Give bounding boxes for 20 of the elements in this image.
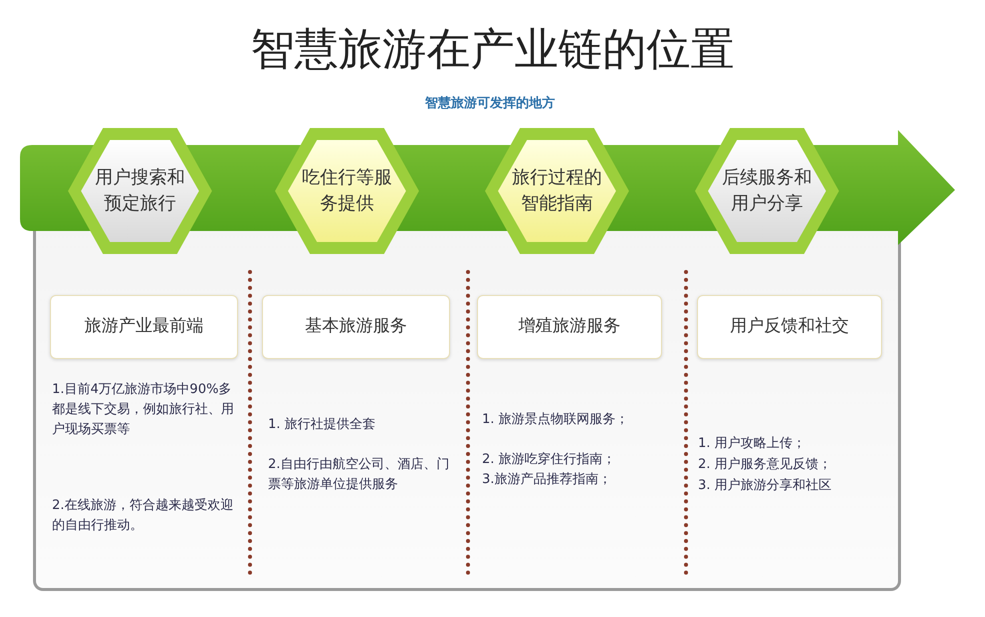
description-text: 1.目前4万亿旅游市场中90%多都是线下交易，例如旅行社、用户现场买票等 bbox=[52, 381, 235, 439]
description-text: 2.自由行由航空公司、酒店、门票等旅游单位提供服务 bbox=[268, 456, 450, 494]
description-text: 1. 旅行社提供全套 bbox=[268, 416, 377, 434]
description-text: 3.旅游产品推荐指南； bbox=[482, 471, 612, 489]
header-box: 用户反馈和社交 bbox=[697, 295, 882, 359]
step-text: 旅行过程的智能指南 bbox=[511, 166, 603, 216]
subtitle: 智慧旅游可发挥的地方 bbox=[424, 94, 556, 113]
description-text: 2. 用户服务意见反馈； bbox=[698, 456, 833, 474]
header-box: 增殖旅游服务 bbox=[477, 295, 662, 359]
step-text: 吃住行等服务提供 bbox=[301, 166, 393, 216]
description-text: 1. 旅游景点物联网服务； bbox=[482, 411, 630, 429]
description-text: 1. 用户攻略上传； bbox=[698, 435, 807, 453]
description-text: 2.在线旅游，符合越来越受欢迎的自由行推动。 bbox=[52, 497, 234, 535]
header-box: 旅游产业最前端 bbox=[50, 295, 238, 359]
step-text: 后续服务和用户分享 bbox=[721, 166, 813, 216]
title: 智慧旅游在产业链的位置 bbox=[250, 23, 736, 77]
description-text: 3. 用户旅游分享和社区 bbox=[698, 477, 833, 495]
header-box: 基本旅游服务 bbox=[262, 295, 450, 359]
description-text: 2. 旅游吃穿住行指南； bbox=[482, 451, 617, 469]
step-text: 用户搜索和预定旅行 bbox=[94, 166, 186, 216]
